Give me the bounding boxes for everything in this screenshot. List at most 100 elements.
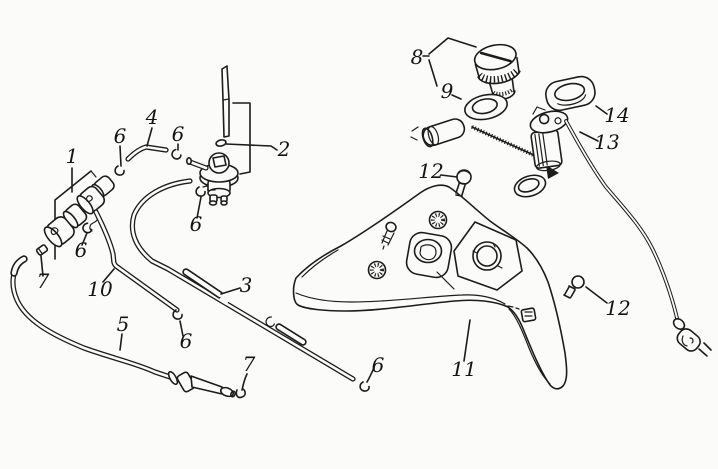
part-label-6b: 6 xyxy=(172,122,185,146)
lower-gasket-ring xyxy=(513,174,547,198)
leader-6c xyxy=(196,196,202,219)
boss-line xyxy=(436,271,455,290)
sender-tab xyxy=(532,106,546,115)
tank-screw xyxy=(381,221,397,250)
rod xyxy=(221,65,230,138)
part-label-5: 5 xyxy=(117,312,130,336)
connector-detail xyxy=(681,335,694,347)
hose-10 xyxy=(93,209,180,313)
top-edge-line xyxy=(301,249,339,278)
part-label-7a: 7 xyxy=(37,269,50,293)
leader-14 xyxy=(595,105,608,115)
leader-5 xyxy=(119,333,123,351)
cap-skirt-bottom xyxy=(477,70,521,85)
body-dashes xyxy=(202,185,216,191)
part-label-13: 13 xyxy=(594,130,619,154)
part-label-2: 2 xyxy=(277,137,291,161)
part-label-6e: 6 xyxy=(180,329,193,353)
neck-knurl xyxy=(492,87,514,97)
knob-square-hole xyxy=(212,155,227,168)
part-label-7b: 7 xyxy=(243,352,256,376)
sender-hole-notches xyxy=(472,242,503,269)
leader-2 xyxy=(225,143,278,151)
outlet-pipe-core xyxy=(188,160,208,170)
petcock-body xyxy=(186,152,239,206)
cap-neck-sides xyxy=(488,78,515,97)
rod-taper-mark xyxy=(222,98,230,101)
leader-13 xyxy=(579,131,599,142)
hose-clip xyxy=(170,148,183,161)
fuel-sender xyxy=(529,106,569,172)
leader-6a xyxy=(119,145,122,167)
leader-10 xyxy=(102,268,115,283)
nub-tip xyxy=(208,200,218,206)
sender-wire xyxy=(564,119,679,320)
part-label-6f: 6 xyxy=(372,353,385,377)
leader-6e xyxy=(179,320,184,337)
tank-outline xyxy=(292,184,568,390)
hose-sleeve-core xyxy=(276,324,306,345)
cylinder-cup xyxy=(43,216,75,248)
leader-11 xyxy=(463,319,471,362)
part-label-1: 1 xyxy=(66,144,79,168)
cap-slot xyxy=(479,51,512,63)
retainer-ring xyxy=(545,75,596,112)
part-label-6d: 6 xyxy=(75,238,88,262)
part-label-10: 10 xyxy=(87,277,113,301)
part-label-11: 11 xyxy=(451,357,476,381)
part-label-6a: 6 xyxy=(114,124,127,148)
part-label-12b: 12 xyxy=(605,296,630,320)
vacuum-rod xyxy=(215,65,230,147)
disc-stack xyxy=(62,203,88,229)
sender-boss-panel xyxy=(453,221,523,291)
part-label-8: 8 xyxy=(411,45,424,69)
part-label-14: 14 xyxy=(604,103,629,127)
valve-assembly xyxy=(43,170,115,260)
wire-connector xyxy=(672,318,712,357)
hose-clip xyxy=(195,186,206,197)
connector-prongs xyxy=(698,342,712,357)
cap-knurl xyxy=(477,67,520,83)
hose-5 xyxy=(10,255,236,398)
mount-plate-edge xyxy=(90,170,97,178)
hose-sleeve-core xyxy=(183,269,223,298)
bracket-2 xyxy=(232,102,251,175)
bracket-arrow-tip xyxy=(546,165,559,179)
part-label-12a: 12 xyxy=(418,159,443,183)
cap-gasket xyxy=(464,93,508,121)
nozzle-tip-end xyxy=(230,390,236,398)
connector-collar xyxy=(672,318,686,330)
rod-washer xyxy=(215,139,227,147)
bracket-roller xyxy=(421,118,466,148)
flange-line xyxy=(295,292,506,305)
elbow-hose-4 xyxy=(125,144,169,162)
hose-clip xyxy=(359,381,370,392)
bolt-right xyxy=(563,275,585,299)
part-label-4: 4 xyxy=(145,105,159,129)
body-dot xyxy=(207,189,209,191)
part-label-3: 3 xyxy=(240,273,253,297)
part-label-6c: 6 xyxy=(190,212,203,236)
callout-labels: 1 2 3 4 5 6 6 6 6 6 6 7 7 8 9 10 11 12 1… xyxy=(37,45,631,381)
grommet-texture xyxy=(370,263,384,277)
hose-end-sleeve-core xyxy=(11,256,27,276)
nub-tip xyxy=(220,200,228,206)
leader-6f xyxy=(366,367,375,383)
leader-7a xyxy=(40,255,44,277)
leader-8 xyxy=(422,37,477,57)
curl-detail xyxy=(50,227,59,235)
connector-body xyxy=(676,328,701,352)
fuel-cap xyxy=(473,43,521,101)
leader-lines xyxy=(40,37,608,391)
cylinder-mid xyxy=(76,185,106,215)
hose-3 xyxy=(129,178,356,382)
fitting-collar xyxy=(167,370,179,386)
leader-3 xyxy=(220,287,241,295)
grommet-texture xyxy=(431,213,445,227)
hose-break xyxy=(218,289,234,306)
leader-4 xyxy=(146,127,153,147)
leader-9 xyxy=(428,59,462,100)
roller-tip-marks xyxy=(410,126,419,141)
bolt-top xyxy=(455,169,472,197)
